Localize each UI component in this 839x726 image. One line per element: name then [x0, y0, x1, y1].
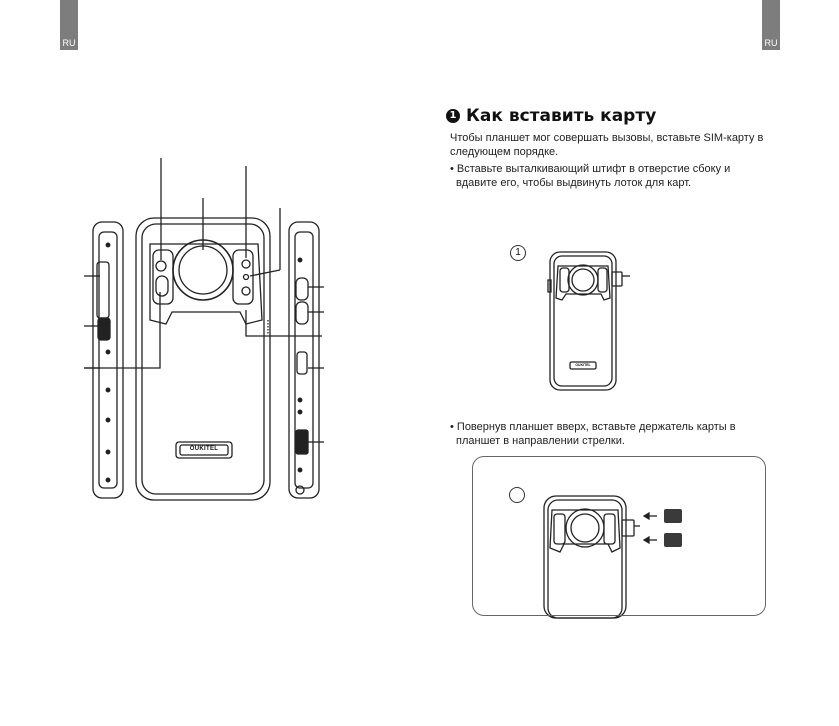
sim-card-icon-2	[664, 533, 682, 547]
language-tab-right: RU	[762, 0, 780, 50]
brand-label-small: OUKITEL	[575, 363, 591, 367]
sim-card-icon-1	[664, 509, 682, 523]
section-number-badge: 1	[446, 109, 460, 123]
bullet2-line-1: • Повернув планшет вверх, вставьте держа…	[450, 421, 736, 433]
bullet2-line-2: планшет в направлении стрелки.	[456, 435, 625, 447]
language-tab-left: RU	[60, 0, 78, 50]
step2-number	[509, 487, 525, 503]
phone-side-view-left	[84, 221, 124, 499]
phone-side-view-right	[288, 221, 324, 499]
bullet1-line-2: вдавите его, чтобы выдвинуть лоток для к…	[456, 177, 692, 189]
phone-back-view	[84, 158, 322, 501]
section-title-text: Как вставить карту	[466, 106, 657, 126]
language-label-left: RU	[62, 38, 76, 48]
step2-frame	[472, 456, 766, 616]
step1-number: 1	[510, 245, 526, 261]
language-label-right: RU	[764, 38, 778, 48]
step2-phone-illustration	[543, 495, 640, 619]
sim-insert-arrows	[642, 511, 657, 545]
intro-line-2: следующем порядке.	[450, 146, 559, 158]
intro-line-1: Чтобы планшет мог совершать вызовы, вста…	[450, 132, 764, 144]
step1-phone-illustration	[547, 251, 630, 391]
bullet1-line-1: • Вставьте выталкивающий штифт в отверст…	[450, 163, 731, 175]
section-title: 1 Как вставить карту	[446, 106, 656, 126]
brand-label: OUKITEL	[189, 446, 219, 452]
